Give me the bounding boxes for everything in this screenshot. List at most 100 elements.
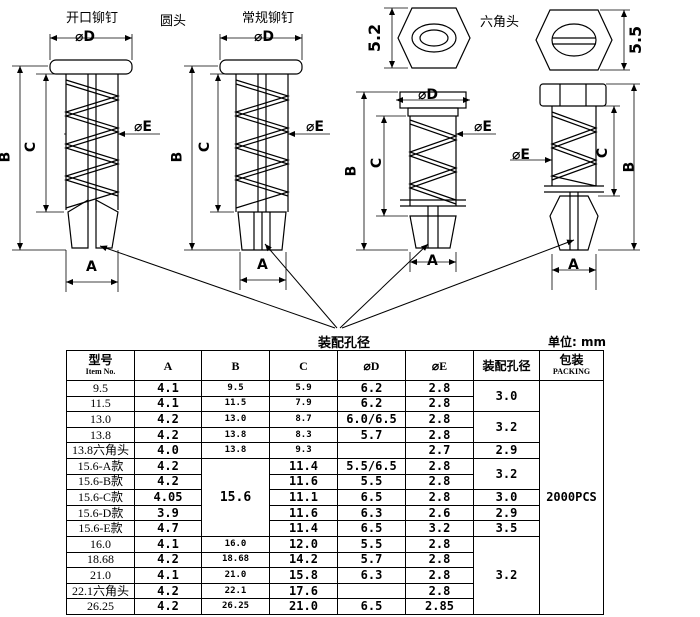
title-round-head: 圆头: [160, 14, 187, 29]
cell-c: 11.4: [269, 457, 338, 475]
dim-a-3: A: [427, 253, 438, 269]
cell-d: 5.5/6.5: [337, 457, 406, 475]
cell-hole: 3.0: [473, 379, 540, 413]
cell-hole: 3.5: [473, 520, 540, 537]
table-row: 16.0 4.1 16.0 12.0 5.5 2.8 3.2: [66, 535, 604, 615]
cell-d: 6.0/6.5: [337, 411, 406, 428]
cell-item: 15.6-B款: [66, 473, 135, 491]
dim-c-1: C: [23, 141, 40, 153]
cell-e: 2.8: [405, 411, 474, 428]
cell-e: 2.6: [405, 504, 474, 522]
cell-item: 11.5: [66, 395, 135, 413]
hole-caption: 装配孔径: [318, 336, 371, 351]
cell-e: 2.8: [405, 551, 474, 569]
title-hex-head: 六角头: [480, 15, 520, 30]
cell-e: 2.8: [405, 426, 474, 444]
cell-e: 2.8: [405, 535, 474, 553]
dim-c-4: C: [595, 147, 612, 159]
cell-e: 2.8: [405, 380, 474, 397]
cell-hole: 3.2: [473, 535, 540, 615]
dim-e-1: ⌀E: [134, 119, 152, 135]
header-hole: 装配孔径: [473, 350, 540, 381]
cell-item: 16.0: [66, 535, 135, 553]
cell-item: 21.0: [66, 567, 135, 584]
table-row: 18.68 4.2 18.68 14.2 5.7 2.8: [66, 551, 604, 569]
cell-hole: 3.2: [473, 457, 540, 491]
rivet-drawing: [12, 7, 640, 329]
cell-c: 17.6: [269, 582, 338, 600]
cell-c: 8.3: [269, 426, 338, 444]
cell-e: 3.2: [405, 520, 474, 537]
cell-e: 2.85: [405, 598, 474, 615]
dim-e-3: ⌀E: [474, 119, 492, 135]
table-row: 9.5 4.1 9.5 5.9 6.2 2.8 3.0 2000PCS: [66, 379, 604, 615]
cell-e: 2.8: [405, 567, 474, 584]
cell-item: 15.6-C款: [66, 489, 135, 506]
cell-item: 13.8六角头: [66, 442, 135, 459]
table-row: 13.8六角头 4.0 13.8 9.3 2.7 2.9: [66, 442, 604, 459]
cell-d: 5.7: [337, 426, 406, 444]
cell-a: 4.7: [134, 520, 202, 537]
cell-c: 7.9: [269, 395, 338, 413]
cell-e: 2.8: [405, 473, 474, 491]
cell-d: 5.5: [337, 535, 406, 553]
dim-d-1: ⌀D: [75, 29, 96, 45]
cell-d: 5.7: [337, 551, 406, 569]
cell-d: 6.5: [337, 489, 406, 506]
dim-c-2: C: [197, 141, 214, 153]
dim-e-2: ⌀E: [306, 119, 324, 135]
cell-item: 26.25: [66, 598, 135, 615]
header-e: ⌀E: [405, 350, 474, 381]
dim-e-4: ⌀E: [512, 147, 530, 163]
dim-hex-width-1: 5.2: [365, 23, 385, 53]
cell-b: 16.0: [201, 535, 270, 553]
cell-c: 11.6: [269, 504, 338, 522]
table-row: 15.6-B款 4.2 11.6 5.5 2.8: [66, 473, 604, 491]
cell-d: 6.5: [337, 520, 406, 537]
cell-item: 18.68: [66, 551, 135, 569]
cell-item: 15.6-E款: [66, 520, 135, 537]
dim-c-3: C: [369, 157, 386, 169]
dim-b-1: B: [0, 152, 13, 163]
cell-a: 4.1: [134, 535, 202, 553]
header-b: B: [201, 350, 270, 381]
cell-b: 26.25: [201, 598, 270, 615]
cell-b: 13.8: [201, 442, 270, 459]
cell-e: 2.8: [405, 457, 474, 475]
cell-item: 9.5: [66, 380, 135, 397]
cell-e: 2.8: [405, 489, 474, 506]
cell-a: 4.1: [134, 567, 202, 584]
hole-callout-arrows: [99, 239, 575, 329]
cell-d: 6.5: [337, 598, 406, 615]
cell-c: 9.3: [269, 442, 338, 459]
dim-d-3: ⌀D: [418, 87, 439, 103]
cell-a: 4.2: [134, 457, 202, 475]
header-c: C: [269, 350, 338, 381]
header-a: A: [134, 350, 202, 381]
cell-d: [337, 442, 406, 459]
cell-b: 22.1: [201, 582, 270, 600]
hex-rivet-figure-2: [510, 9, 640, 290]
table-row: 15.6-A款 4.2 15.6 11.4 5.5/6.5 2.8 3.2: [66, 457, 604, 537]
header-d: ⌀D: [337, 350, 406, 381]
cell-hole: 2.9: [473, 504, 540, 522]
table-row: 22.1六角头 4.2 22.1 17.6 2.8: [66, 582, 604, 600]
dim-hex-width-2: 5.5: [626, 25, 646, 55]
cell-d: [337, 582, 406, 600]
cell-e: 2.8: [405, 582, 474, 600]
cell-item: 15.6-D款: [66, 504, 135, 522]
cell-a: 4.2: [134, 411, 202, 428]
cell-d: 6.3: [337, 504, 406, 522]
cell-b: 13.0: [201, 411, 270, 428]
dim-b-2: B: [169, 151, 186, 163]
cell-e: 2.8: [405, 395, 474, 413]
cell-a: 4.2: [134, 473, 202, 491]
cell-b: 18.68: [201, 551, 270, 569]
table-row: 13.8 4.2 13.8 8.3 5.7 2.8: [66, 426, 604, 444]
cell-item: 15.6-A款: [66, 457, 135, 475]
cell-item: 13.0: [66, 411, 135, 428]
cell-d: 6.2: [337, 380, 406, 397]
cell-b: 15.6: [201, 457, 270, 537]
